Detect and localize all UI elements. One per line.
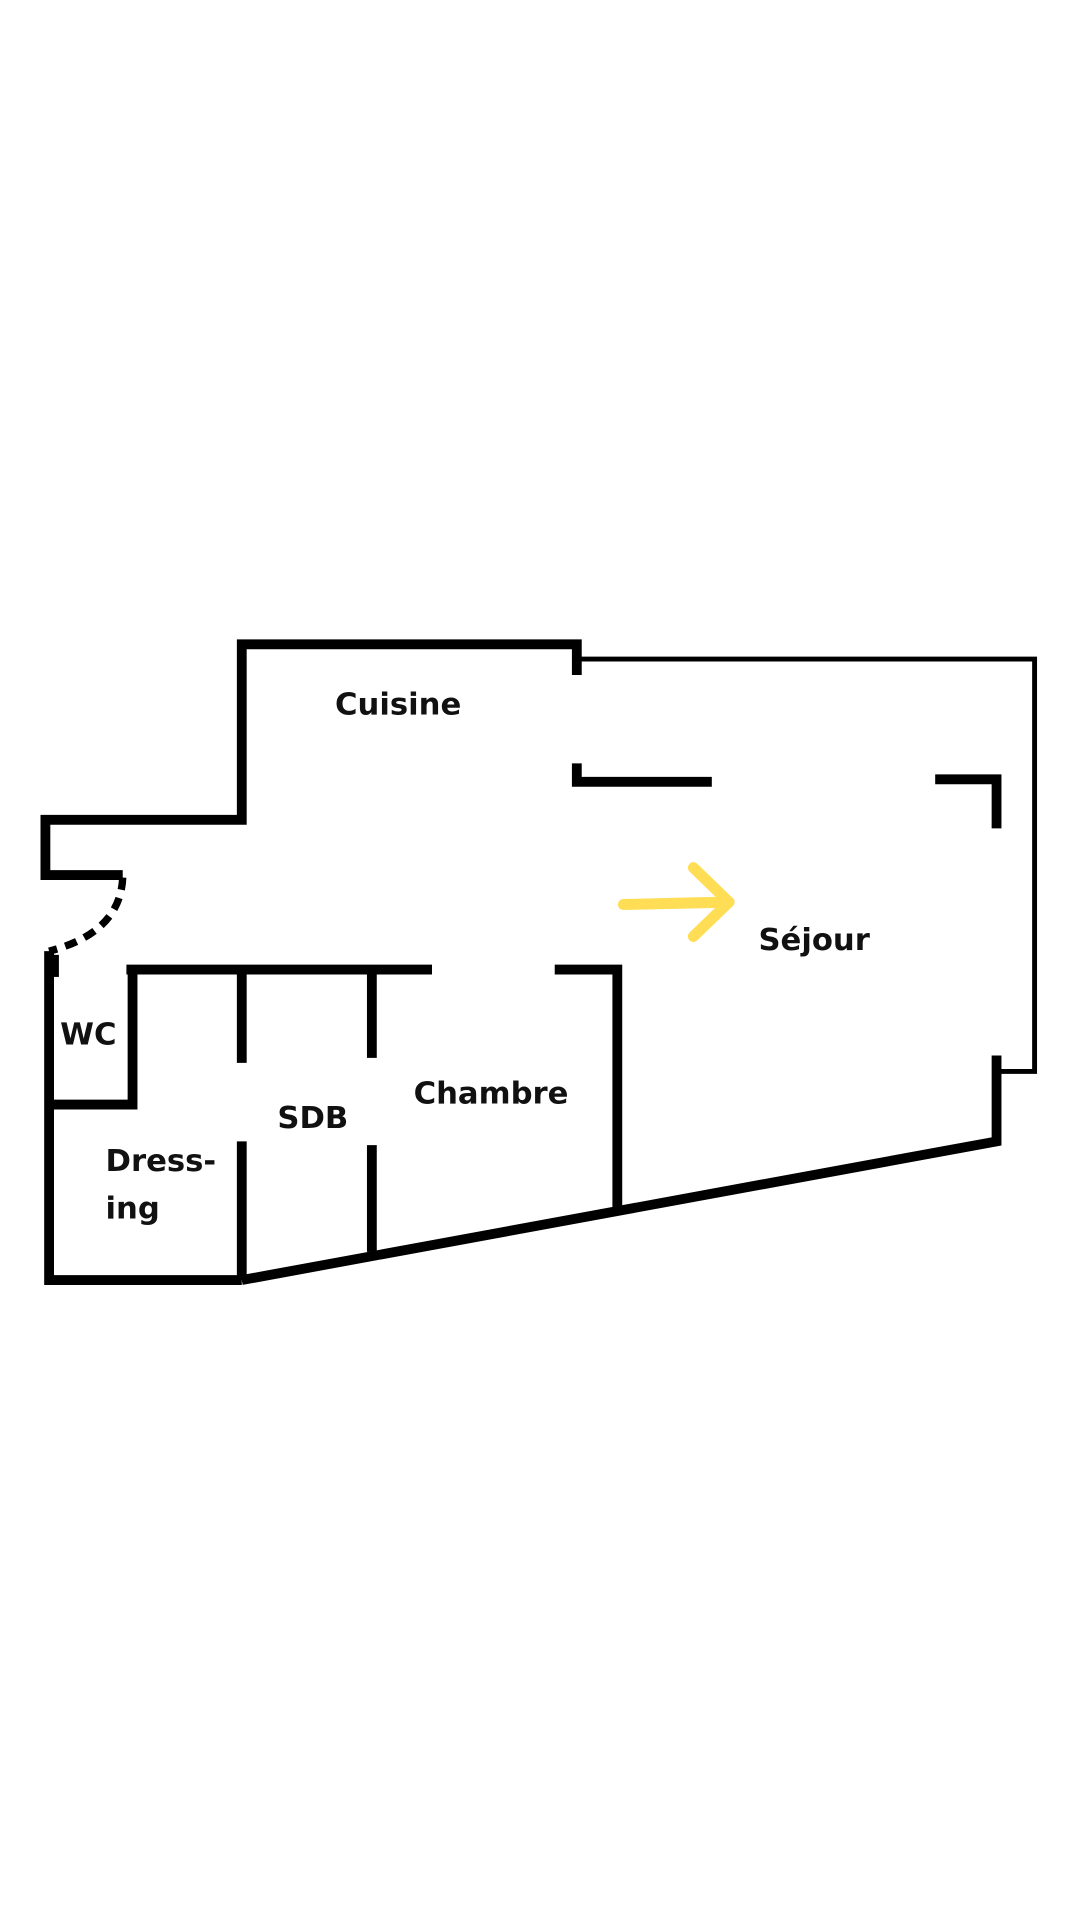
label-chambre: Chambre: [414, 1076, 569, 1111]
label-cuisine: Cuisine: [335, 687, 461, 722]
label-dressing-2: ing: [106, 1192, 160, 1227]
bedroom-wall: [554, 964, 623, 1209]
living-room-thin-wall: [580, 656, 1038, 1074]
label-wc: WC: [60, 1017, 116, 1052]
left-outer-wall: [44, 951, 242, 1285]
label-sejour: Séjour: [758, 923, 870, 958]
direction-arrow-icon: [617, 862, 735, 942]
label-sdb: SDB: [277, 1101, 348, 1136]
label-dressing-1: Dress-: [106, 1144, 217, 1179]
door-swing-arc: [48, 877, 127, 955]
living-partition: [935, 774, 1002, 829]
kitchen-partition: [571, 763, 712, 787]
wc-wall: [49, 969, 138, 1110]
kitchen-outer-wall: [40, 639, 582, 880]
slanted-bottom-wall: [240, 1055, 1002, 1285]
walls: [40, 639, 1038, 1285]
room-labels: Cuisine Séjour WC SDB Chambre Dress- ing: [60, 687, 871, 1226]
